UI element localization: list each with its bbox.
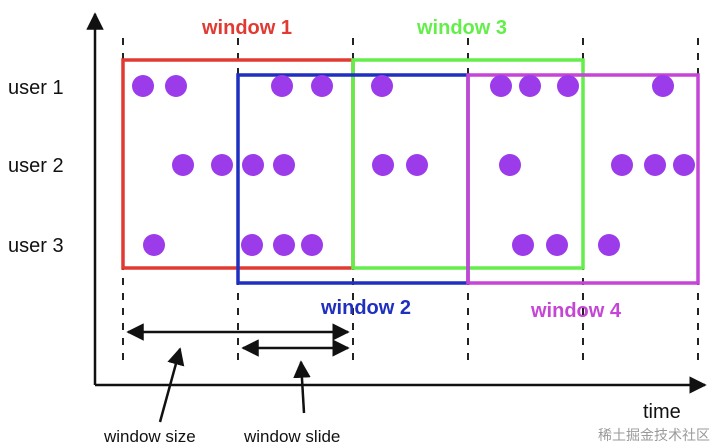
event-dot xyxy=(652,75,674,97)
event-dot xyxy=(242,154,264,176)
user-label: user 1 xyxy=(8,77,64,99)
window-2-label: window 2 xyxy=(320,297,411,319)
events xyxy=(132,75,695,256)
event-dot xyxy=(143,234,165,256)
user-label: user 2 xyxy=(8,155,64,177)
event-dot xyxy=(644,154,666,176)
user-label: user 3 xyxy=(8,235,64,257)
window-4-label: window 4 xyxy=(530,300,622,322)
event-dot xyxy=(490,75,512,97)
axes xyxy=(86,12,707,394)
interval-arrows xyxy=(126,323,350,423)
event-dot xyxy=(499,154,521,176)
event-dot xyxy=(406,154,428,176)
event-dot xyxy=(271,75,293,97)
window-4-box xyxy=(466,73,700,285)
event-dot xyxy=(132,75,154,97)
event-dot xyxy=(512,234,534,256)
window-slide-label: window slide xyxy=(243,427,340,446)
event-dot xyxy=(611,154,633,176)
event-dot xyxy=(273,154,295,176)
event-dot xyxy=(172,154,194,176)
event-dot xyxy=(673,154,695,176)
event-dot xyxy=(519,75,541,97)
watermark-text: 稀土掘金技术社区 xyxy=(598,428,710,444)
event-dot xyxy=(165,75,187,97)
event-dot xyxy=(311,75,333,97)
event-dot xyxy=(371,75,393,97)
event-dot xyxy=(273,234,295,256)
window-1-label: window 1 xyxy=(201,17,292,39)
event-dot xyxy=(598,234,620,256)
event-dot xyxy=(546,234,568,256)
window-size-label: window size xyxy=(103,427,196,446)
event-dot xyxy=(557,75,579,97)
x-axis-label: time xyxy=(643,401,681,423)
event-dot xyxy=(301,234,323,256)
event-dot xyxy=(372,154,394,176)
event-dot xyxy=(241,234,263,256)
window-size-pointer xyxy=(158,347,185,423)
window-3-label: window 3 xyxy=(416,17,507,39)
window-slide-pointer xyxy=(293,360,311,414)
event-dot xyxy=(211,154,233,176)
